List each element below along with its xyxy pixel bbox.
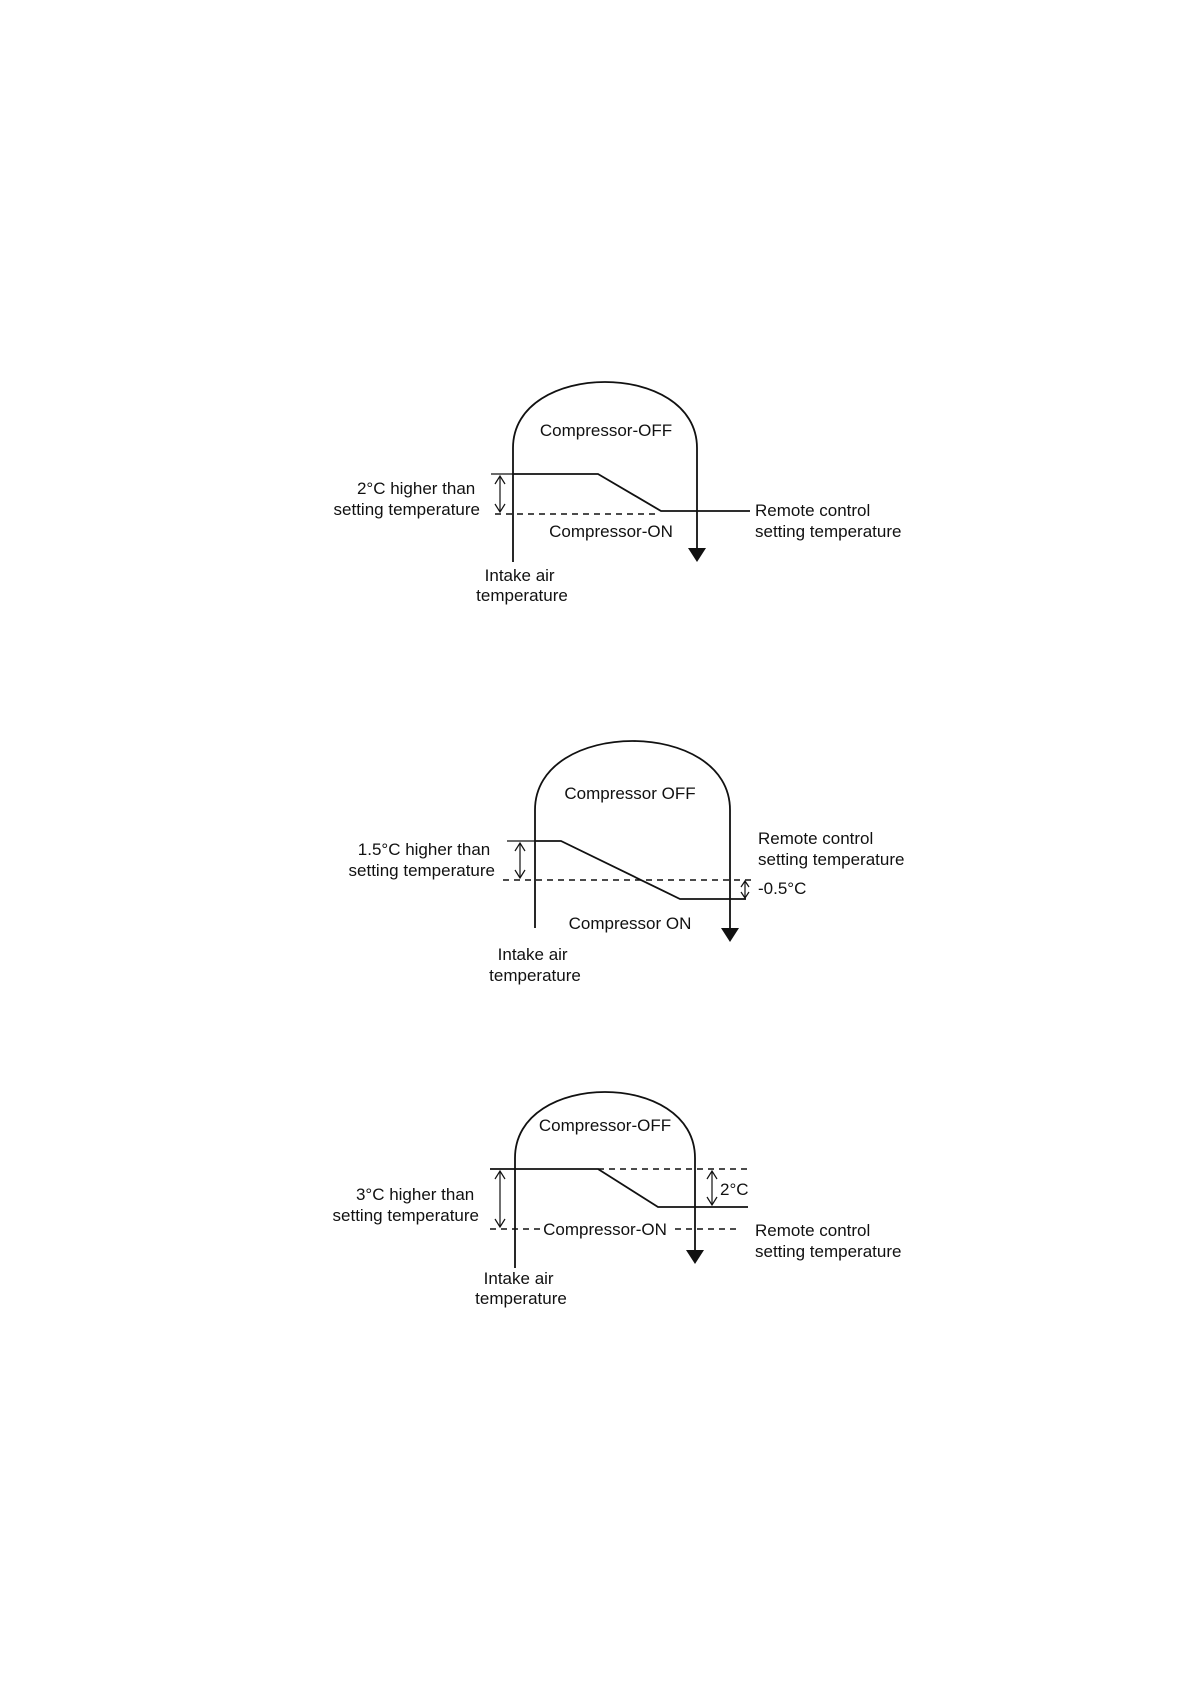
setting-temperature-label: Remote control setting temperature: [758, 829, 904, 869]
shift-dimension: [706, 1169, 718, 1207]
compressor-off-label: Compressor OFF: [564, 784, 695, 803]
setting-temperature-label: Remote control setting temperature: [755, 501, 901, 541]
temperature-curve: [514, 1091, 696, 1268]
arrow-head: [688, 548, 706, 562]
offset-dimension: [494, 474, 506, 514]
intake-air-label: Intake air temperature: [476, 566, 568, 605]
compressor-on-label: Compressor-ON: [543, 1220, 667, 1239]
offset-dimension: [494, 1169, 506, 1229]
threshold-line: [513, 473, 750, 512]
shift-dimension: [740, 879, 750, 900]
shift-label: 2°C: [720, 1180, 749, 1199]
offset-label: 2°C higher than setting temperature: [334, 479, 480, 519]
threshold-line: [535, 840, 746, 900]
arrow-head: [686, 1250, 704, 1264]
compressor-off-label: Compressor-OFF: [540, 421, 672, 440]
compressor-on-label: Compressor-ON: [549, 522, 673, 541]
diagram-2: Compressor OFF Compressor ON 1.5°C highe…: [349, 740, 904, 985]
setting-temperature-label: Remote control setting temperature: [755, 1221, 901, 1261]
compressor-on-label: Compressor ON: [569, 914, 692, 933]
temperature-curve: [512, 381, 698, 562]
offset-label: 1.5°C higher than setting temperature: [349, 840, 495, 880]
temperature-curve: [534, 740, 731, 928]
diagram-1: Compressor-OFF Compressor-ON 2°C higher …: [334, 381, 901, 605]
intake-air-label: Intake air temperature: [489, 945, 581, 985]
offset-label: 3°C higher than setting temperature: [333, 1185, 479, 1225]
offset-dimension: [514, 841, 526, 880]
compressor-off-label: Compressor-OFF: [539, 1116, 671, 1135]
shift-label: -0.5°C: [758, 879, 806, 898]
diagram-3: Compressor-OFF Compressor-ON 3°C higher …: [333, 1091, 901, 1308]
threshold-line: [490, 1168, 748, 1208]
arrow-head: [721, 928, 739, 942]
intake-air-label: Intake air temperature: [475, 1269, 567, 1308]
